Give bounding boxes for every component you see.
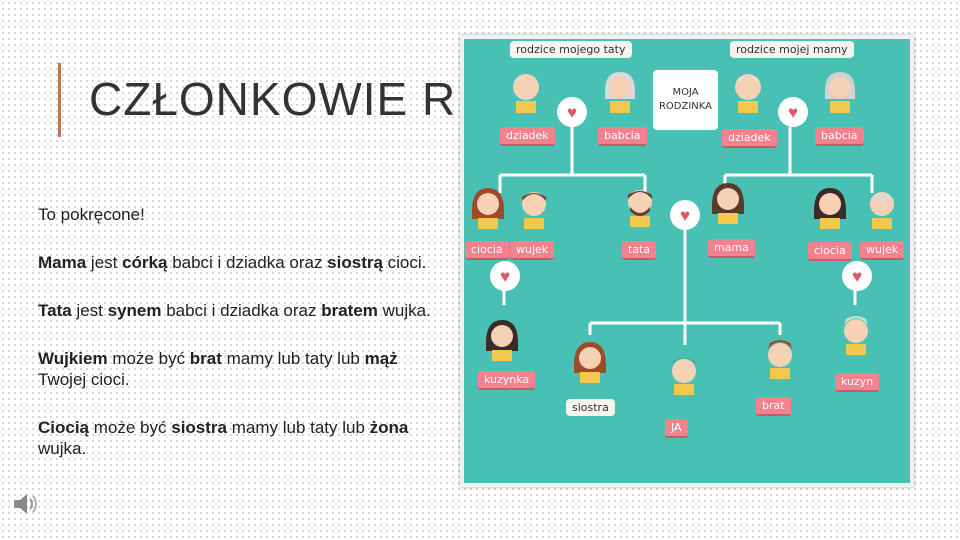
cousin-boy-avatar <box>844 316 868 355</box>
paragraph-run: jest <box>71 301 108 320</box>
father-avatar <box>628 190 652 227</box>
label-tata: tata <box>622 241 657 260</box>
label-ciocia-right: ciocia <box>808 242 852 261</box>
grandmother-left-avatar <box>605 72 635 113</box>
title-accent-bar <box>58 63 61 137</box>
heart-icon: ♥ <box>842 261 872 291</box>
heart-icon: ♥ <box>490 261 520 291</box>
paragraph-run: może być <box>89 418 172 437</box>
paragraph-run: mamy lub taty lub <box>221 349 365 368</box>
grandfather-left-avatar <box>513 74 539 113</box>
heart-icon: ♥ <box>670 200 700 230</box>
brother-avatar <box>768 340 792 379</box>
aunt-left-avatar <box>472 188 504 229</box>
paragraph-run: wujka. <box>38 439 87 458</box>
bold-term: Tata <box>38 301 72 320</box>
paragraph-tata: Tata jest synem babci i dziadka oraz bra… <box>38 300 448 321</box>
cousin-girl-avatar <box>486 320 518 361</box>
label-wujek-right: wujek <box>860 241 905 260</box>
label-dziadek-left: dziadek <box>500 127 555 146</box>
slide-text: To pokręcone! Mama jest córką babci i dz… <box>38 204 448 486</box>
bold-term: siostrą <box>327 253 383 272</box>
center-label-line1: MOJA <box>672 87 699 98</box>
label-ciocia-left: ciocia <box>465 241 509 260</box>
intro-text: To pokręcone! <box>38 205 145 224</box>
bold-term: córką <box>122 253 168 272</box>
bold-term: mąż <box>364 349 398 368</box>
family-tree-image: rodzice mojego taty rodzice mojej mamy M… <box>460 35 914 487</box>
paragraph-run: babci i dziadka oraz <box>161 301 322 320</box>
paragraph-run: mamy lub taty lub <box>226 418 370 437</box>
me-avatar <box>670 358 698 395</box>
paragraph-run: Twojej cioci. <box>38 370 130 389</box>
paragraph-run: babci i dziadka oraz <box>167 253 328 272</box>
paragraph-wujek: Wujkiem może być brat mamy lub taty lub … <box>38 348 448 390</box>
paragraph-run: wujka. <box>377 301 431 320</box>
bold-term: żona <box>369 418 409 437</box>
paragraph-ciocia: Ciocią może być siostra mamy lub taty lu… <box>38 417 448 459</box>
center-label-line2: RODZINKA <box>658 101 713 112</box>
bold-term: siostra <box>171 418 227 437</box>
label-siostra: siostra <box>566 399 615 416</box>
paragraph-run: cioci. <box>382 253 427 272</box>
label-brat: brat <box>756 397 791 416</box>
label-dziadek-right: dziadek <box>722 129 777 148</box>
uncle-left-avatar <box>522 192 546 229</box>
speaker-icon[interactable] <box>10 488 42 520</box>
header-fathers-parents: rodzice mojego taty <box>510 41 632 58</box>
mother-avatar <box>712 183 744 224</box>
paragraph-mama: Mama jest córką babci i dziadka oraz sio… <box>38 252 448 273</box>
label-wujek-left: wujek <box>510 241 555 260</box>
aunt-right-avatar <box>814 188 846 229</box>
heart-icon: ♥ <box>557 97 587 127</box>
uncle-right-avatar <box>870 192 894 229</box>
bold-term: Ciocią <box>38 418 90 437</box>
paragraph-run: może być <box>107 349 190 368</box>
paragraph-run: jest <box>86 253 123 272</box>
heart-icon: ♥ <box>778 97 808 127</box>
label-babcia-right: babcia <box>815 127 864 146</box>
label-kuzyn: kuzyn <box>835 373 880 392</box>
bold-term: bratem <box>321 301 378 320</box>
bold-term: synem <box>107 301 162 320</box>
grandmother-right-avatar <box>825 72 855 113</box>
bold-term: Wujkiem <box>38 349 108 368</box>
label-babcia-left: babcia <box>598 127 647 146</box>
header-mothers-parents: rodzice mojej mamy <box>730 41 854 58</box>
bold-term: Mama <box>38 253 87 272</box>
label-kuzynka: kuzynka <box>478 371 536 390</box>
label-mama: mama <box>708 239 755 258</box>
grandfather-right-avatar <box>735 74 761 113</box>
family-center-label: MOJA RODZINKA <box>653 70 718 130</box>
slide-title: CZŁONKOWIE R <box>89 73 457 125</box>
sister-avatar <box>574 342 606 383</box>
label-ja: JA <box>665 419 688 438</box>
bold-term: brat <box>189 349 222 368</box>
